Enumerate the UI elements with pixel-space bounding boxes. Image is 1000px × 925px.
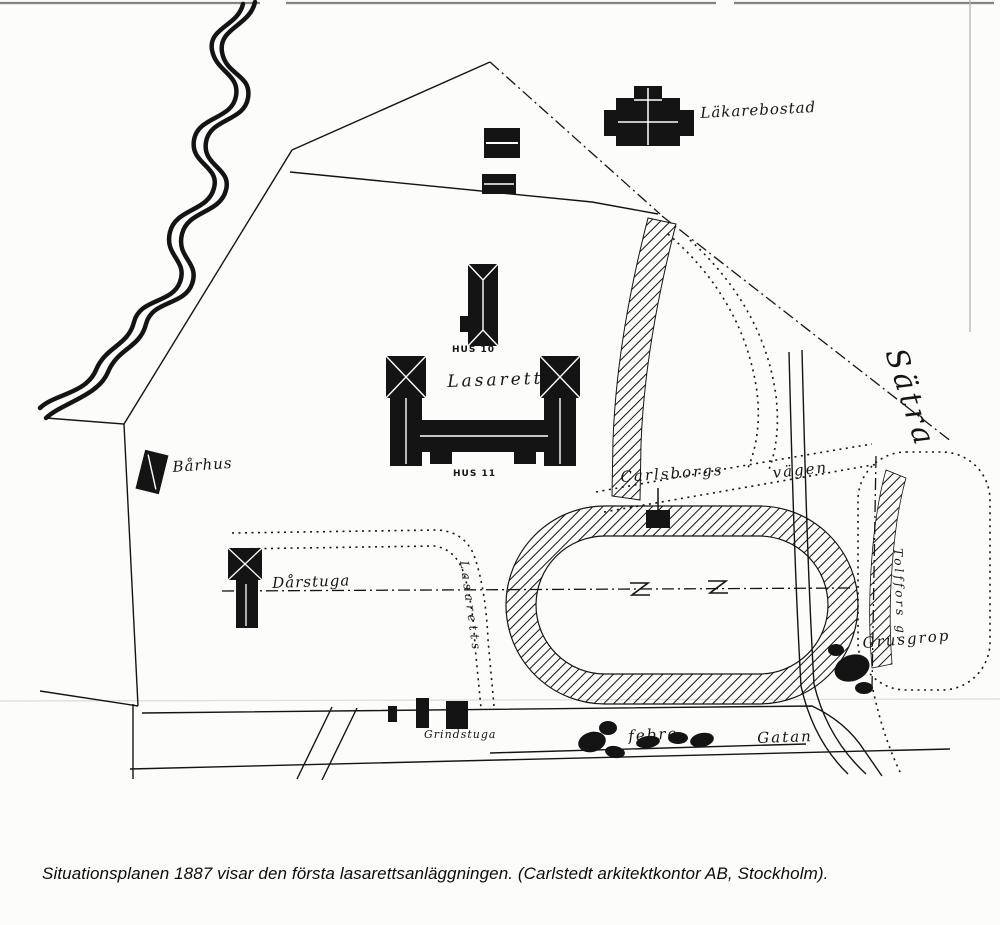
label-barhus: Bårhus bbox=[171, 453, 234, 476]
dotted-roads bbox=[231, 233, 991, 777]
scan-artifact-lines bbox=[0, 0, 1000, 702]
building-outbuilding-1 bbox=[484, 128, 520, 158]
property-boundary bbox=[45, 61, 659, 707]
racetrack-hatch-ring bbox=[506, 506, 858, 704]
label-street-partial: febro bbox=[627, 724, 680, 745]
racetrack-outer-outline bbox=[505, 505, 859, 705]
hatched-areas bbox=[505, 217, 907, 705]
building-lasarett-hus11 bbox=[385, 355, 581, 466]
building-grindstuga bbox=[388, 698, 468, 729]
building-hus10 bbox=[460, 263, 499, 347]
label-grindstuga: Grindstuga bbox=[424, 728, 497, 741]
label-hus10: HUS 10 bbox=[452, 345, 495, 355]
buildings bbox=[135, 86, 694, 729]
label-gatan: Gatan bbox=[756, 727, 814, 747]
figure-caption: Situationsplanen 1887 visar den första l… bbox=[42, 864, 829, 883]
label-darstuga: Dårstuga bbox=[271, 571, 351, 592]
gravel-pit-hatch bbox=[869, 469, 907, 669]
stream bbox=[37, 0, 258, 421]
building-lakarebostad bbox=[604, 86, 694, 146]
label-hus11: HUS 11 bbox=[453, 469, 496, 479]
hatched-road-strip bbox=[611, 217, 677, 501]
bottom-street-lines bbox=[39, 690, 951, 781]
ink-smudges bbox=[578, 644, 873, 759]
right-road-lines bbox=[788, 349, 867, 775]
building-well-house bbox=[646, 488, 670, 528]
label-lasarett: Lasarett bbox=[446, 368, 544, 392]
building-outbuilding-2 bbox=[482, 174, 516, 194]
racetrack-inner-outline bbox=[535, 535, 829, 675]
building-barhus bbox=[135, 449, 169, 495]
axis-markers bbox=[629, 580, 729, 596]
building-darstuga bbox=[227, 547, 263, 628]
label-tolffors: Tolffors g. bbox=[891, 547, 909, 643]
